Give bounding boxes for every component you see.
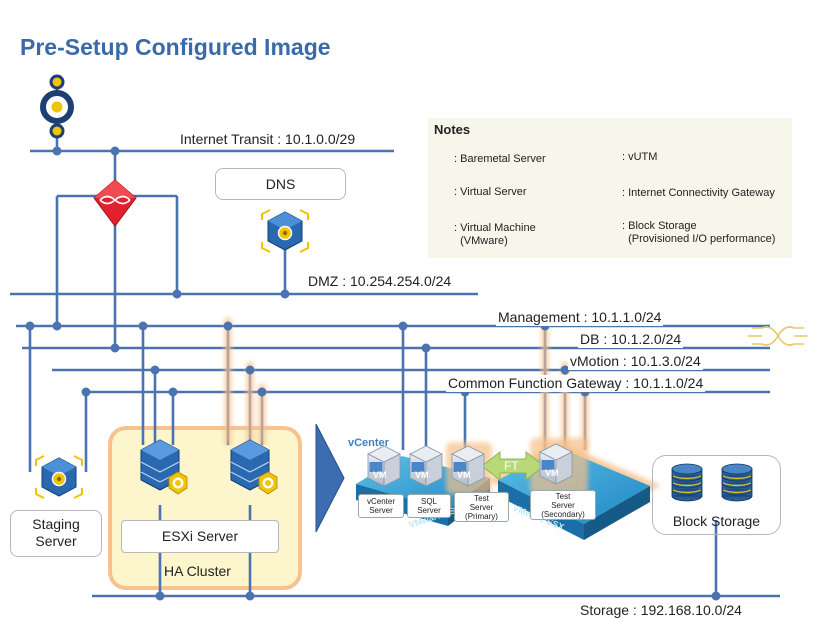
- vm-caption-vcenter: vCenter Server: [358, 494, 404, 518]
- vm-caption-sql: SQL Server: [407, 494, 451, 518]
- block-storage-label: Block Storage: [672, 513, 761, 529]
- junction-dots: [25, 146, 721, 601]
- vmotion-label: vMotion : 10.1.3.0/24: [568, 353, 703, 370]
- management-label: Management : 10.1.1.0/24: [496, 309, 664, 326]
- note-vutm: : vUTM: [622, 151, 658, 163]
- storage-network-label: Storage : 192.168.10.0/24: [578, 602, 744, 619]
- vm-cube-vcenter: [367, 445, 401, 487]
- staging-label-line2: Server: [35, 533, 77, 549]
- vm-tag-3: VM: [457, 470, 471, 480]
- note-virtual-machine: : Virtual Machine (VMware): [454, 222, 536, 247]
- vm-caption-test-primary: Test Server (Primary): [454, 492, 509, 522]
- notes-title: Notes: [434, 122, 471, 137]
- ha-cluster-label: HA Cluster: [164, 563, 231, 579]
- dns-virtual-server-icon: [261, 209, 309, 253]
- vm-tag-1: VM: [373, 470, 387, 480]
- note-gateway: : Internet Connectivity Gateway: [622, 187, 775, 199]
- dns-box: DNS: [215, 168, 346, 200]
- vcenter-tag: vCenter: [348, 437, 390, 449]
- staging-label-line1: Staging: [32, 516, 80, 532]
- utm-outline-icon: [748, 326, 808, 346]
- vm-cube-test-secondary: [539, 443, 573, 485]
- esxi-server-box: ESXi Server: [121, 520, 279, 553]
- vm-tag-4: VM: [545, 468, 559, 478]
- staging-virtual-server-icon: [35, 455, 83, 499]
- block-storage-box: [652, 455, 781, 535]
- notes-panel: Notes : Baremetal Server : Virtual Serve…: [428, 118, 792, 258]
- db-label: DB : 10.1.2.0/24: [578, 331, 684, 348]
- dmz-label: DMZ : 10.254.254.0/24: [306, 273, 454, 290]
- vm-caption-test-secondary: Test Server (Secondary): [530, 490, 596, 520]
- vm-cube-sql: [409, 445, 443, 487]
- note-baremetal: : Baremetal Server: [454, 153, 546, 165]
- vm-tag-2: VM: [415, 470, 429, 480]
- page-title: Pre-Setup Configured Image: [20, 34, 331, 60]
- ft-label: FT: [504, 459, 519, 473]
- staging-server-box: Staging Server: [10, 510, 102, 557]
- utm-icon: [93, 179, 137, 227]
- note-virtual-server: : Virtual Server: [454, 186, 527, 198]
- gateway-icon: [40, 74, 74, 139]
- vm-cube-test-primary: [451, 445, 485, 487]
- internet-transit-label: Internet Transit : 10.1.0.0/29: [178, 131, 358, 148]
- note-block-storage: : Block Storage (Provisioned I/O perform…: [622, 220, 776, 245]
- common-gateway-label: Common Function Gateway : 10.1.1.0/24: [446, 375, 706, 392]
- arrow-right-icon: [315, 423, 345, 533]
